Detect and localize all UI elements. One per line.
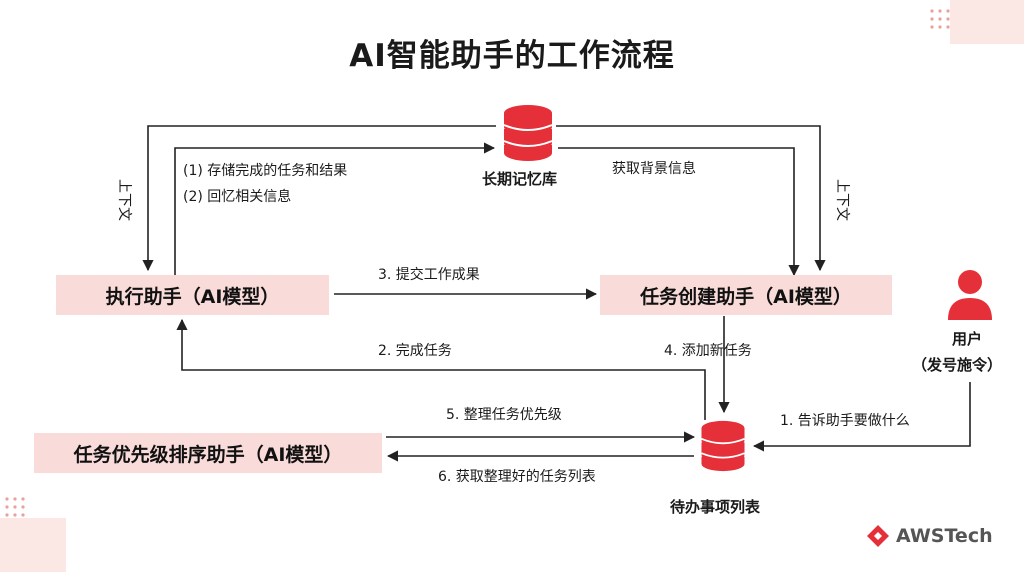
user-label: 用户	[952, 330, 983, 348]
user-role-label: （发号施令）	[912, 356, 1003, 374]
submit-result-label: 3. 提交工作成果	[378, 267, 480, 283]
edge-complete-task	[176, 318, 706, 420]
execution-agent-box: 执行助手（AI模型）	[56, 275, 329, 315]
database-icon	[701, 420, 745, 472]
edge-store-memory	[174, 142, 496, 275]
awstech-logo-icon	[867, 525, 889, 547]
edge-context-right	[556, 125, 826, 272]
todo-db-label: 待办事项列表	[670, 498, 761, 516]
store-label-2: (2) 回忆相关信息	[183, 189, 292, 205]
organize-priority-label: 5. 整理任务优先级	[446, 407, 562, 423]
complete-task-label: 2. 完成任务	[378, 343, 452, 359]
edge-user-tells	[752, 382, 971, 452]
edge-context-left	[142, 125, 496, 272]
dot-pattern-top-right	[930, 9, 950, 29]
logo-text: AWSTech	[896, 525, 993, 547]
add-task-label: 4. 添加新任务	[664, 343, 752, 359]
store-label-1: (1) 存储完成的任务和结果	[183, 163, 348, 179]
task-creation-agent-box: 任务创建助手（AI模型）	[600, 275, 892, 315]
corner-decoration-top-right	[950, 0, 1024, 44]
memory-db-label: 长期记忆库	[482, 170, 558, 188]
dot-pattern-bottom-left	[5, 497, 25, 517]
context-label-right: 上下文	[834, 179, 850, 221]
tell-assistant-label: 1. 告诉助手要做什么	[780, 413, 910, 429]
get-sorted-label: 6. 获取整理好的任务列表	[438, 469, 596, 485]
database-icon	[503, 105, 553, 161]
context-label-left: 上下文	[116, 179, 132, 221]
brand-logo: AWSTech	[866, 524, 993, 548]
edge-get-context	[558, 147, 800, 277]
user-icon	[948, 270, 992, 320]
diagram-title: AI智能助手的工作流程	[349, 38, 675, 74]
prioritization-agent-box: 任务优先级排序助手（AI模型）	[34, 433, 382, 473]
corner-decoration-bottom-left	[0, 518, 66, 572]
get-context-label: 获取背景信息	[612, 161, 696, 177]
